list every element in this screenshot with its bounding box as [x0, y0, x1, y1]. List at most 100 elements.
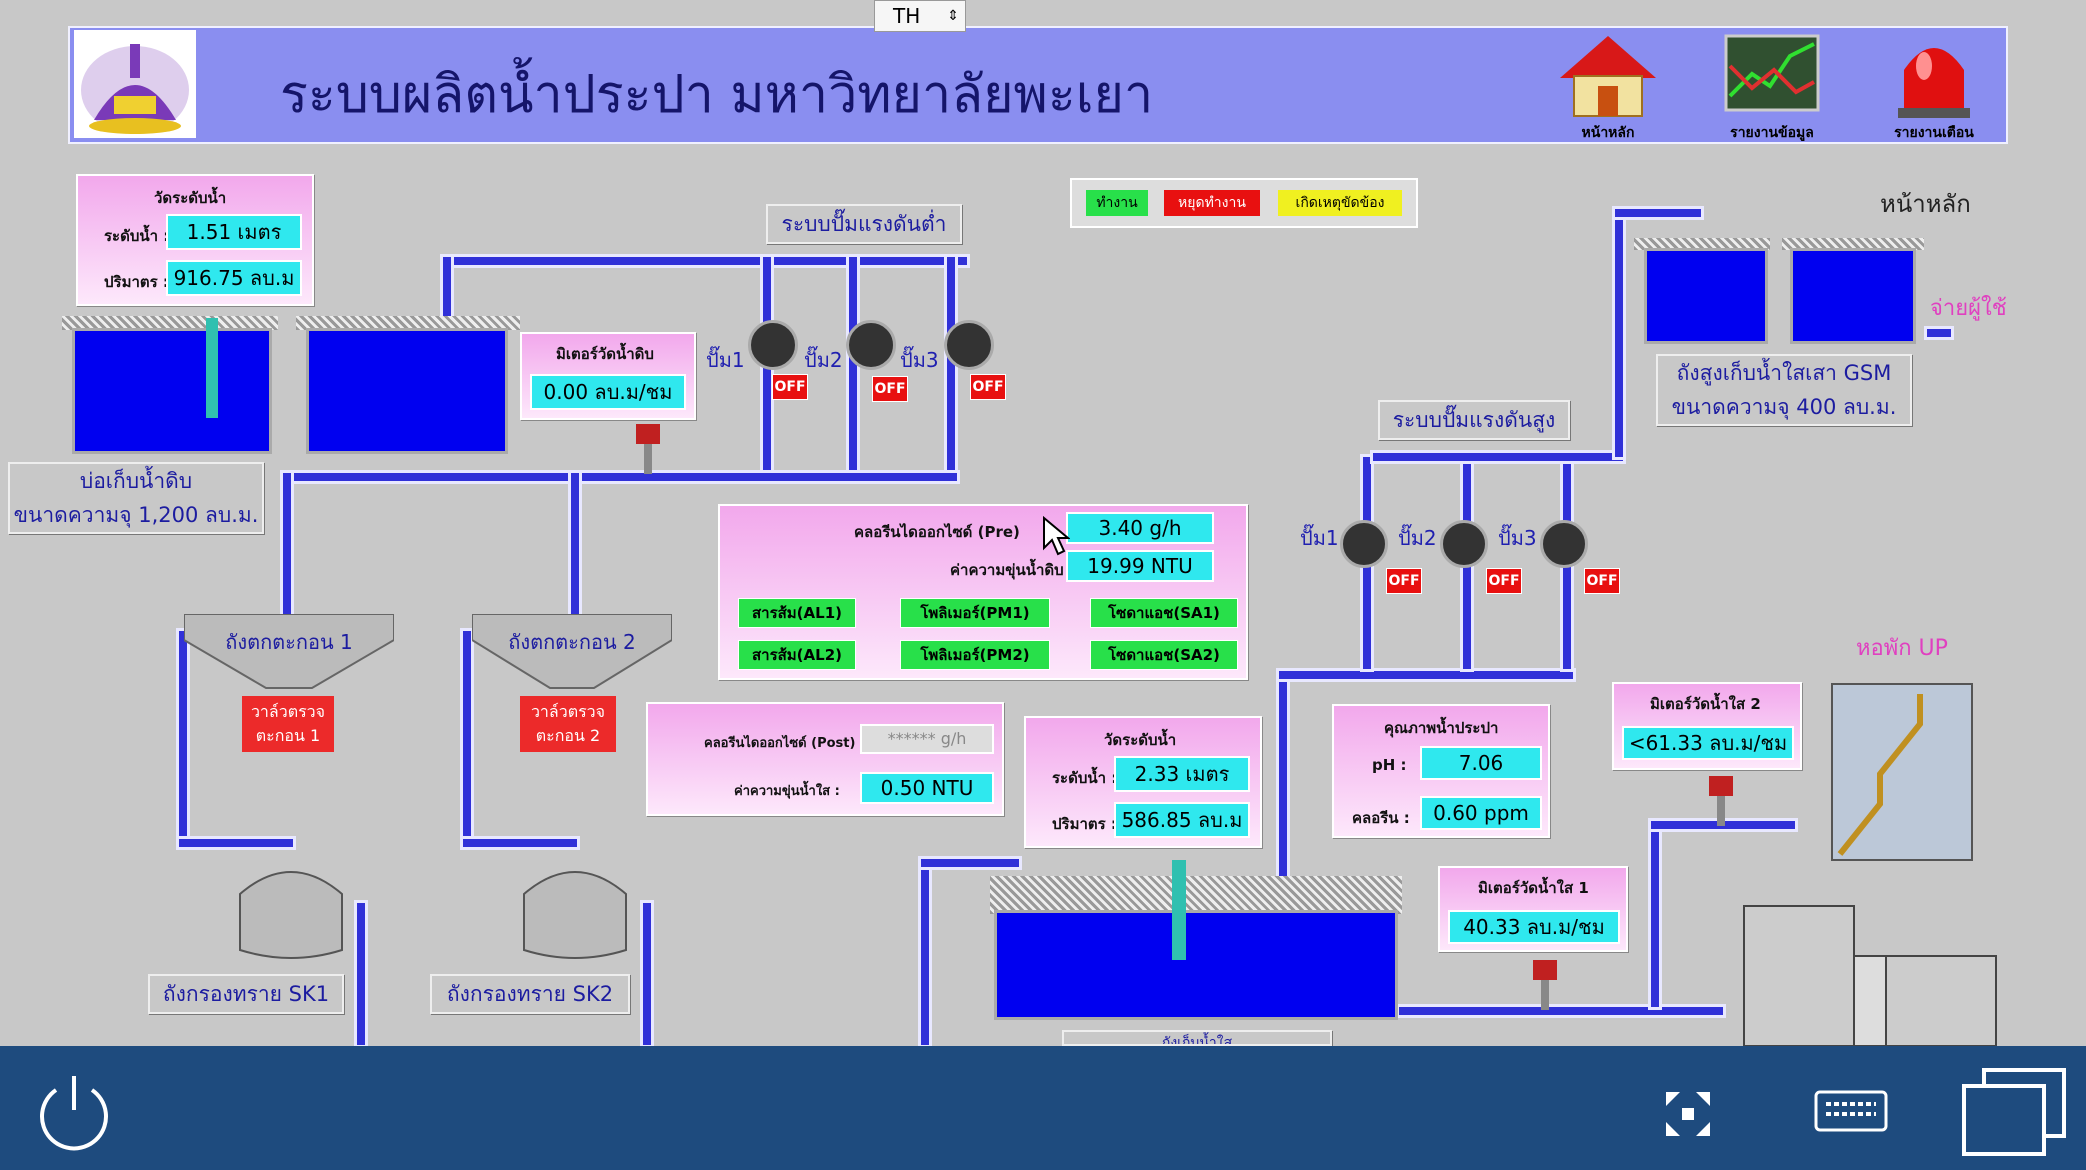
alum-al1-button[interactable]: สารส้ม(AL1)	[738, 598, 856, 628]
flow-meter-icon	[630, 424, 666, 480]
sediment-valve-2[interactable]: วาล์วตรวจตะกอน 2	[520, 696, 616, 752]
supply-label: จ่ายผู้ใช้	[1930, 296, 2007, 321]
pre-chlorine-label: คลอรีนไดออกไซด์ (Pre)	[854, 523, 1020, 541]
quality-title: คุณภาพน้ำประปา	[1384, 719, 1499, 737]
post-chlorine-value: ****** g/h	[860, 724, 994, 754]
high-pump-1-status: OFF	[1386, 568, 1422, 594]
low-pump-2-icon[interactable]	[846, 320, 896, 370]
home-label: หน้าหลัก	[1581, 125, 1635, 141]
power-icon[interactable]	[32, 1068, 116, 1152]
high-pump-2-icon[interactable]	[1440, 520, 1488, 568]
raw-meter-panel: มิเตอร์วัดน้ำดิบ 0.00 ลบ.ม/ชม	[520, 332, 696, 420]
clear-meter-2-value: <61.33 ลบ.ม/ชม	[1622, 726, 1794, 760]
raw-meter-title: มิเตอร์วัดน้ำดิบ	[556, 345, 654, 363]
spinner-icon: ⇕	[947, 8, 959, 24]
raw-meter-value: 0.00 ลบ.ม/ชม	[530, 374, 686, 410]
sodaash-sa2-button[interactable]: โซดาแอช(SA2)	[1090, 640, 1238, 670]
high-pump-1-icon[interactable]	[1340, 520, 1388, 568]
low-pump-3-icon[interactable]	[944, 320, 994, 370]
raw-level-value: 1.51 เมตร	[166, 214, 302, 250]
report-button[interactable]: รายงานข้อมูล	[1712, 26, 1832, 148]
clear-level-label: ระดับน้ำ :	[1052, 769, 1118, 787]
header-bar	[68, 26, 2008, 144]
sediment-valve-1[interactable]: วาล์วตรวจตะกอน 1	[242, 696, 334, 752]
sand-filter-sk1-label: ถังกรองทราย SK1	[148, 974, 344, 1014]
clear-water-tank	[994, 910, 1398, 1020]
clear-meter-1-title: มิเตอร์วัดน้ำใส 1	[1478, 879, 1589, 897]
clear-volume-label: ปริมาตร :	[1052, 815, 1117, 833]
window-switch-icon[interactable]	[1960, 1066, 2068, 1158]
raw-volume-value: 916.75 ลบ.ม	[166, 260, 302, 296]
raw-level-title: วัดระดับน้ำ	[154, 189, 227, 207]
home-icon	[1560, 36, 1656, 117]
low-pump-2-label: ปั๊ม2	[804, 348, 843, 372]
language-selector[interactable]: TH ⇕	[874, 0, 966, 32]
fullscreen-icon[interactable]	[1662, 1088, 1714, 1140]
pre-chlorine-value: 3.40 g/h	[1066, 512, 1214, 544]
taskbar	[0, 1046, 2086, 1170]
mouse-cursor-icon	[1042, 515, 1071, 556]
clear-meter-2-title: มิเตอร์วัดน้ำใส 2	[1650, 695, 1761, 713]
clear-level-panel: วัดระดับน้ำ ระดับน้ำ : 2.33 เมตร ปริมาตร…	[1024, 716, 1262, 848]
raw-pond-left	[72, 328, 272, 454]
home-button[interactable]: หน้าหลัก	[1548, 26, 1668, 148]
sand-filter-sk1-icon	[234, 854, 348, 964]
sand-filter-sk2-label: ถังกรองทราย SK2	[430, 974, 630, 1014]
sand-filter-sk2-icon	[518, 854, 632, 964]
raw-pond-capacity: ขนาดความจุ 1,200 ลบ.ม.	[13, 503, 259, 527]
legend-stop: หยุดทำงาน	[1164, 190, 1260, 216]
high-pump-3-status: OFF	[1584, 568, 1620, 594]
sodaash-sa1-button[interactable]: โซดาแอช(SA1)	[1090, 598, 1238, 628]
low-pump-1-status: OFF	[772, 374, 808, 400]
high-pump-3-icon[interactable]	[1540, 520, 1588, 568]
clear-volume-value: 586.85 ลบ.ม	[1114, 802, 1250, 838]
clear-meter-1-panel: มิเตอร์วัดน้ำใส 1 40.33 ลบ.ม/ชม	[1438, 866, 1628, 952]
clear-meter-1-value: 40.33 ลบ.ม/ชม	[1448, 910, 1620, 944]
raw-turbidity-value: 19.99 NTU	[1066, 550, 1214, 582]
low-pump-1-label: ปั๊ม1	[706, 348, 745, 372]
chlorine-label: คลอรีน :	[1352, 809, 1410, 827]
high-pump-title: ระบบปั๊มแรงดันสูง	[1378, 400, 1570, 440]
low-pump-1-icon[interactable]	[748, 320, 798, 370]
dorm-label: หอพัก UP	[1856, 636, 1948, 661]
language-value: TH	[893, 4, 921, 28]
raw-turbidity-label: ค่าความขุ่นน้ำดิบ :	[950, 561, 1075, 579]
raw-pond-label: บ่อเก็บน้ำดิบขนาดความจุ 1,200 ลบ.ม.	[8, 462, 264, 534]
raw-level-label: ระดับน้ำ :	[104, 227, 170, 245]
flow-meter-1-icon	[1528, 960, 1562, 1014]
legend-run: ทำงาน	[1086, 190, 1148, 216]
clear-turbidity-label: ค่าความขุ่นน้ำใส :	[734, 784, 840, 799]
low-pump-title: ระบบปั๊มแรงดันต่ำ	[766, 204, 962, 244]
gsm-tank-1-cover	[1634, 238, 1770, 250]
high-pump-2-status: OFF	[1486, 568, 1522, 594]
alum-al2-button[interactable]: สารส้ม(AL2)	[738, 640, 856, 670]
post-chlorine-label: คลอรีนไดออกไซด์ (Post) :	[704, 736, 866, 751]
legend-fault: เกิดเหตุขัดข้อง	[1278, 190, 1402, 216]
university-logo	[74, 30, 196, 138]
chlorine-value: 0.60 ppm	[1420, 796, 1542, 830]
raw-pond-cover	[62, 316, 278, 330]
level-sensor-icon	[206, 318, 218, 418]
raw-pond-right	[306, 328, 508, 454]
polymer-pm2-button[interactable]: โพลิเมอร์(PM2)	[900, 640, 1050, 670]
clear-level-sensor-icon	[1172, 860, 1186, 960]
gsm-tank-name: ถังสูงเก็บน้ำใสเสา GSM	[1676, 361, 1892, 385]
page-name: หน้าหลัก	[1880, 190, 1971, 218]
alarm-button[interactable]: รายงานเตือน	[1874, 26, 1994, 148]
dorm-building-icon	[1820, 664, 1980, 864]
polymer-pm1-button[interactable]: โพลิเมอร์(PM1)	[900, 598, 1050, 628]
ph-label: pH :	[1372, 756, 1407, 774]
post-panel: คลอรีนไดออกไซด์ (Post) : ****** g/h ค่าค…	[646, 702, 1004, 816]
clear-level-value: 2.33 เมตร	[1114, 756, 1250, 792]
clear-turbidity-value: 0.50 NTU	[860, 772, 994, 804]
gsm-tank-2-cover	[1782, 238, 1924, 250]
low-pump-2-status: OFF	[872, 376, 908, 402]
high-pump-2-label: ปั๊ม2	[1398, 526, 1437, 550]
alarm-label: รายงานเตือน	[1894, 125, 1974, 141]
gsm-tank-2	[1790, 248, 1916, 344]
ph-value: 7.06	[1420, 746, 1542, 780]
chemical-panel: คลอรีนไดออกไซด์ (Pre) 3.40 g/h ค่าความขุ…	[718, 504, 1248, 680]
app-title: ระบบผลิตน้ำประปา มหาวิทยาลัยพะเยา	[280, 65, 1154, 125]
keyboard-icon[interactable]	[1814, 1090, 1888, 1132]
